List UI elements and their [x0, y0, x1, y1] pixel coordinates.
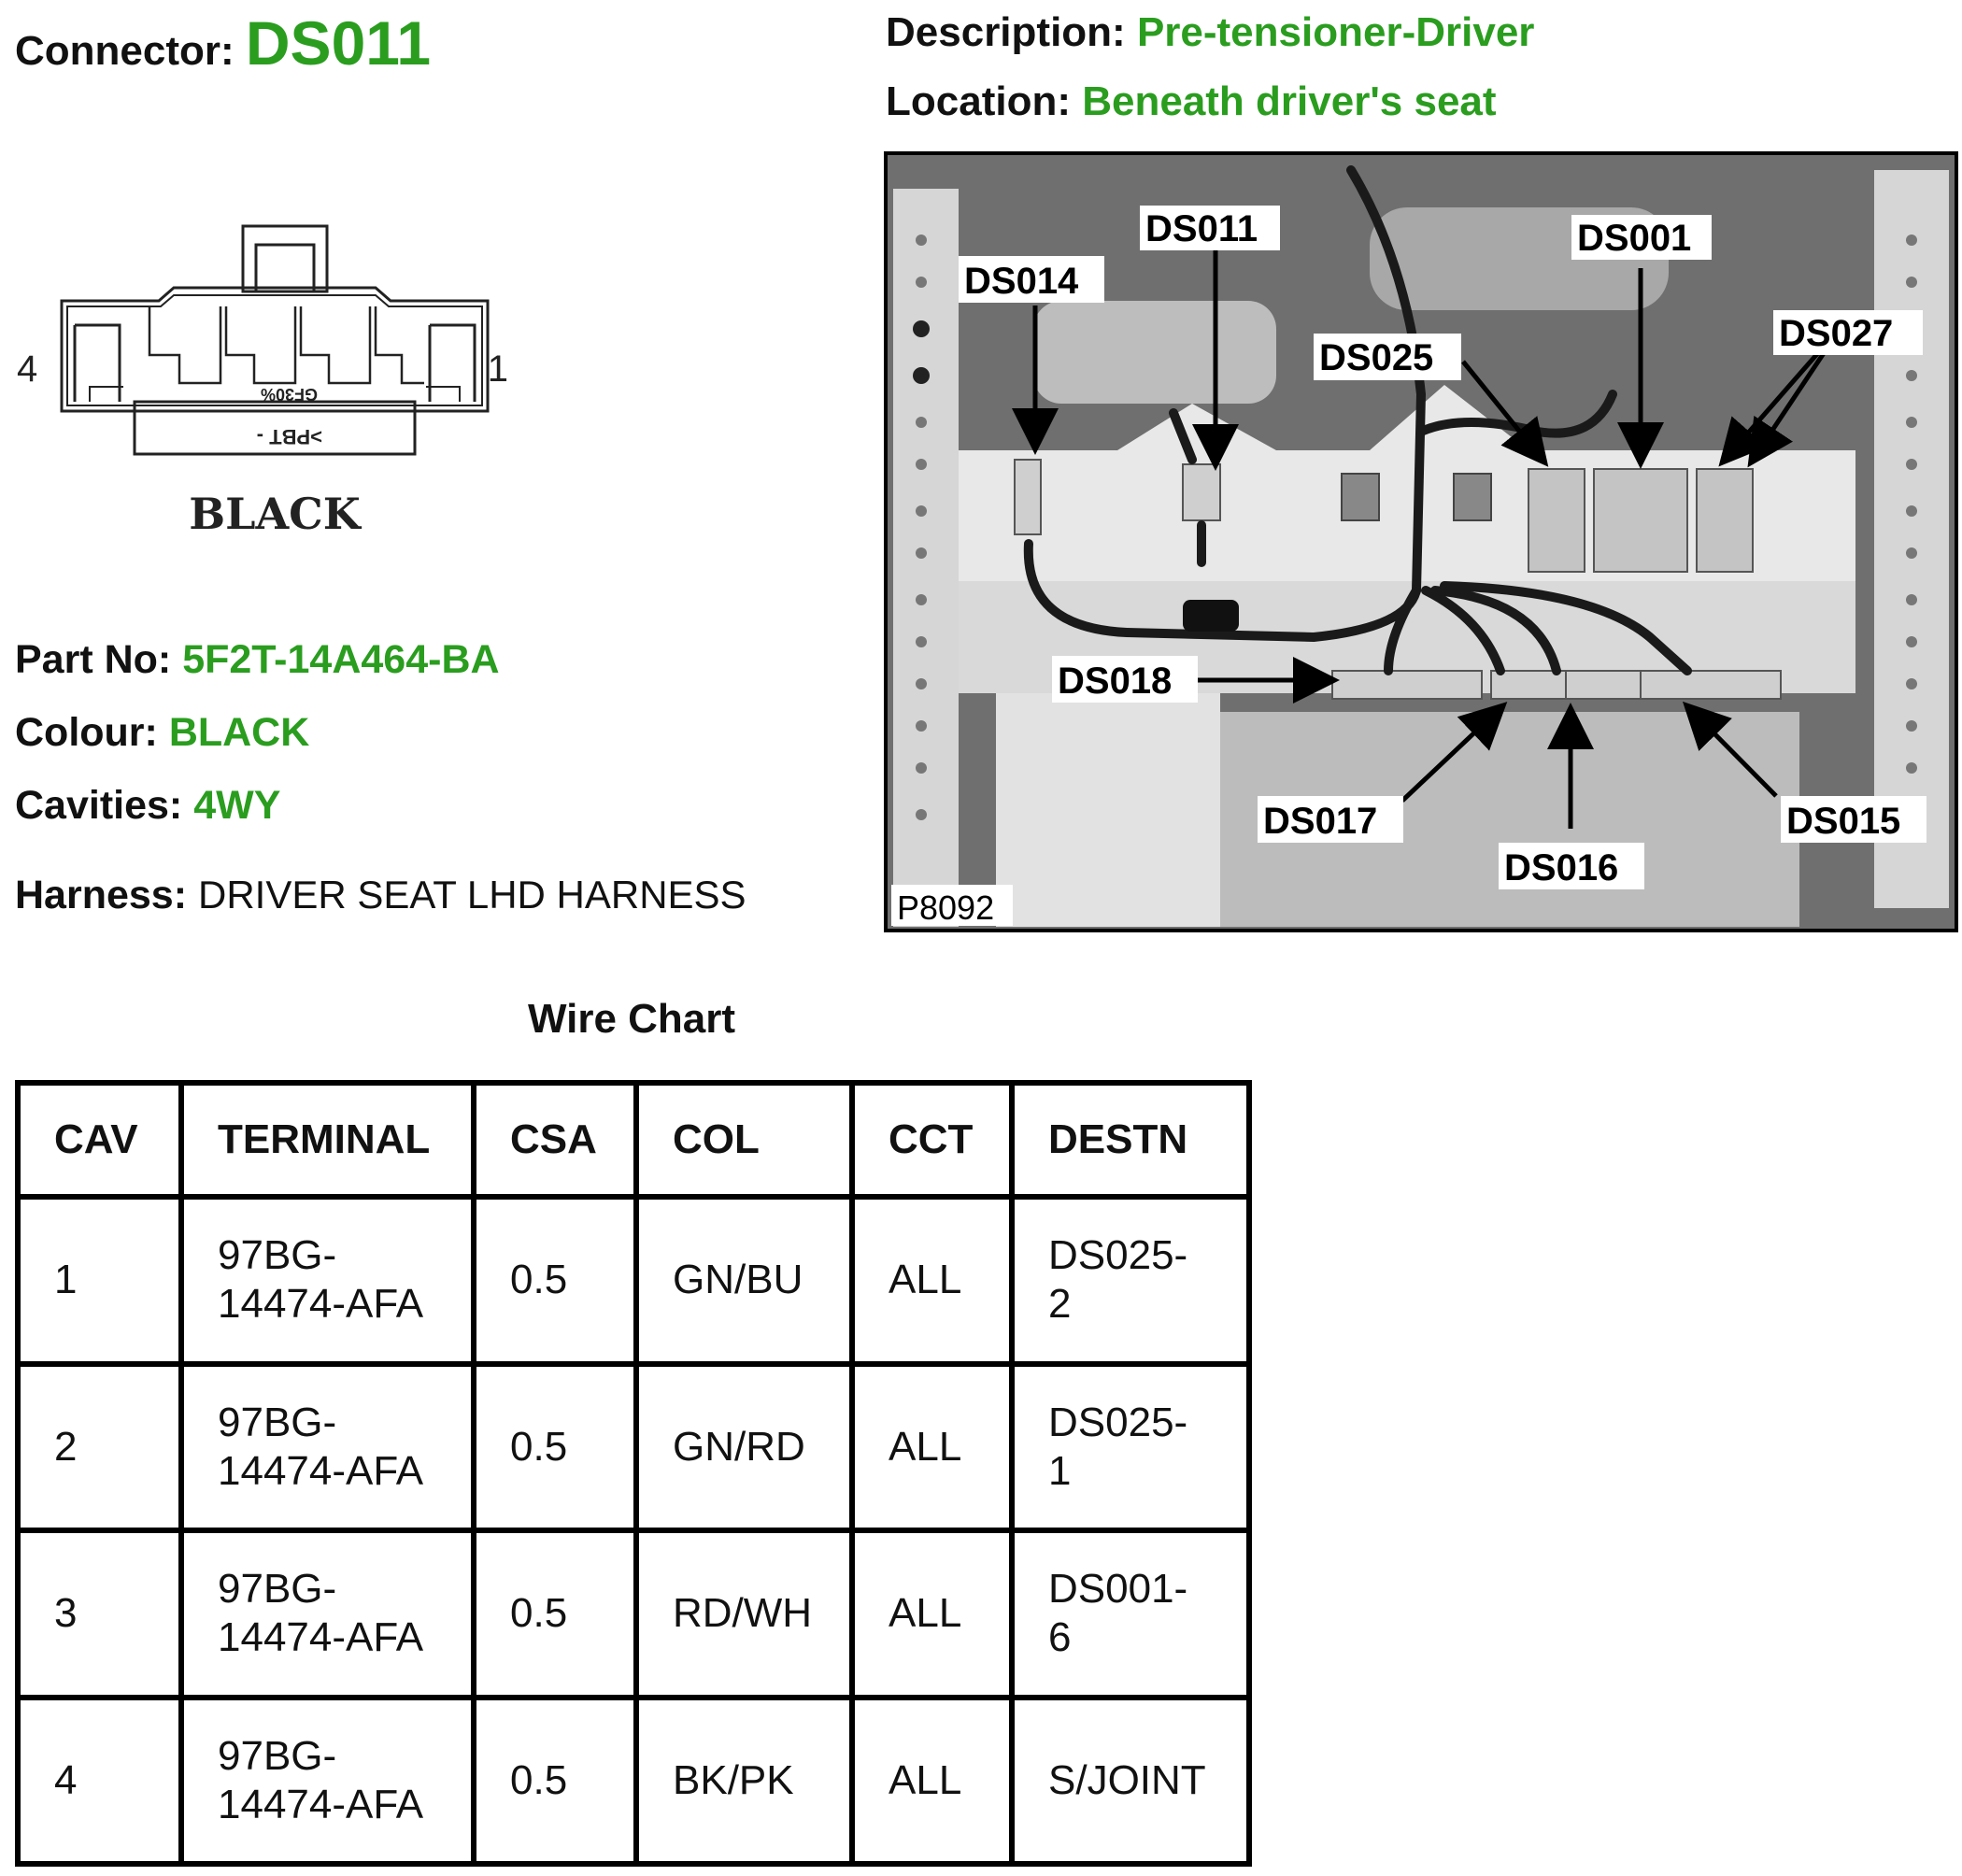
wire-chart-table: CAV TERMINAL CSA COL CCT DESTN 1 97BG-14… [15, 1080, 1252, 1867]
part-number-label: Part No: [15, 637, 172, 682]
table-row: 1 97BG-14474-AFA 0.5 GN/BU ALL DS025-2 [15, 1194, 1252, 1367]
table-row: 3 97BG-14474-AFA 0.5 RD/WH ALL DS001-6 [15, 1528, 1252, 1700]
pin-number-right: 1 [488, 348, 508, 390]
cell-col: GN/BU [633, 1194, 855, 1367]
cell-csa: 0.5 [471, 1528, 639, 1700]
callout-ds025: DS025 [1319, 337, 1433, 378]
colour-value: BLACK [168, 710, 310, 755]
location-label: Location: [886, 78, 1071, 124]
header-destn: DESTN [1009, 1080, 1252, 1200]
cell-cav: 2 [15, 1360, 184, 1533]
cell-csa: 0.5 [471, 1194, 639, 1367]
header-cct: CCT [849, 1080, 1015, 1200]
connector-heading: Connector: DS011 [15, 7, 431, 78]
table-row: 4 97BG-14474-AFA 0.5 BK/PK ALL S/JOINT [15, 1694, 1252, 1867]
cell-destn: S/JOINT [1009, 1694, 1252, 1867]
molded-text-grade: GF30% [261, 385, 318, 404]
part-number-line: Part No: 5F2T-14A464-BA [15, 637, 500, 683]
header-csa: CSA [471, 1080, 639, 1200]
connector-label: Connector: [15, 28, 235, 74]
part-number-value: 5F2T-14A464-BA [182, 637, 500, 682]
cell-cav: 3 [15, 1528, 184, 1700]
location-line: Location: Beneath driver's seat [886, 78, 1497, 125]
cell-destn: DS025-1 [1009, 1360, 1252, 1533]
callout-ds015: DS015 [1786, 801, 1900, 842]
header-terminal: TERMINAL [178, 1080, 476, 1200]
location-value: Beneath driver's seat [1082, 78, 1497, 124]
description-value: Pre-tensioner-Driver [1136, 9, 1535, 55]
header-cav: CAV [15, 1080, 184, 1200]
callout-ds011: DS011 [1145, 208, 1258, 249]
cell-cct: ALL [849, 1194, 1015, 1367]
connector-id: DS011 [245, 8, 432, 78]
pin-number-left: 4 [17, 348, 37, 390]
cell-terminal: 97BG-14474-AFA [178, 1360, 476, 1533]
header-col: COL [633, 1080, 855, 1200]
cavities-line: Cavities: 4WY [15, 783, 280, 829]
cell-cav: 4 [15, 1694, 184, 1867]
connector-location-photo: DS011 DS014 DS001 DS025 DS027 DS018 DS01… [884, 151, 1958, 932]
harness-label: Harness: [15, 873, 188, 917]
cell-csa: 0.5 [471, 1694, 639, 1867]
callout-ds001: DS001 [1577, 218, 1691, 259]
cell-terminal: 97BG-14474-AFA [178, 1694, 476, 1867]
connector-face-drawing: >PBT - GF30% 4 1 BLACK [17, 224, 508, 539]
callout-ds027: DS027 [1779, 313, 1893, 354]
callout-ds017: DS017 [1263, 801, 1377, 842]
cavities-value: 4WY [193, 783, 281, 828]
cell-cct: ALL [849, 1694, 1015, 1867]
cell-terminal: 97BG-14474-AFA [178, 1194, 476, 1367]
colour-line: Colour: BLACK [15, 710, 309, 756]
photo-reference: P8092 [897, 888, 994, 927]
harness-line: Harness: DRIVER SEAT LHD HARNESS [15, 873, 746, 918]
cell-col: GN/RD [633, 1360, 855, 1533]
harness-value: DRIVER SEAT LHD HARNESS [197, 873, 746, 917]
cell-cct: ALL [849, 1528, 1015, 1700]
cell-terminal: 97BG-14474-AFA [178, 1528, 476, 1700]
wire-chart-title: Wire Chart [527, 996, 736, 1042]
cell-destn: DS001-6 [1009, 1528, 1252, 1700]
description-label: Description: [886, 9, 1126, 55]
description-line: Description: Pre-tensioner-Driver [886, 9, 1534, 56]
callout-ds014: DS014 [964, 261, 1079, 302]
colour-label: Colour: [15, 710, 158, 755]
callout-ds018: DS018 [1058, 661, 1172, 702]
connector-colour-caption: BLACK [189, 489, 363, 539]
molded-text-material: >PBT - [257, 425, 322, 448]
table-row: 2 97BG-14474-AFA 0.5 GN/RD ALL DS025-1 [15, 1360, 1252, 1533]
table-header-row: CAV TERMINAL CSA COL CCT DESTN [15, 1080, 1252, 1200]
cell-cct: ALL [849, 1360, 1015, 1533]
cell-cav: 1 [15, 1194, 184, 1367]
cell-col: RD/WH [633, 1528, 855, 1700]
cell-col: BK/PK [633, 1694, 855, 1867]
cell-csa: 0.5 [471, 1360, 639, 1533]
cell-destn: DS025-2 [1009, 1194, 1252, 1367]
callout-ds016: DS016 [1504, 847, 1618, 888]
cavities-label: Cavities: [15, 783, 183, 828]
